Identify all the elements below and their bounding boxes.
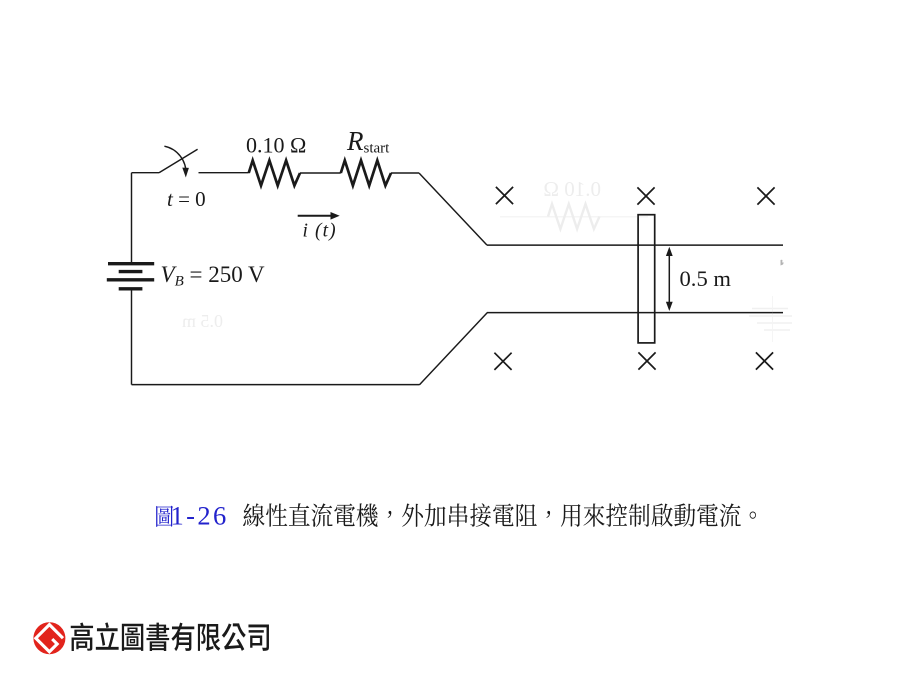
svg-text:0.10 Ω: 0.10 Ω	[246, 133, 306, 158]
svg-text:VB = 250 V: VB = 250 V	[161, 262, 266, 290]
svg-text:0.5 m: 0.5 m	[680, 266, 732, 291]
svg-text:i (t): i (t)	[303, 221, 337, 242]
svg-text:Rstart: Rstart	[346, 126, 390, 157]
svg-text:0.10 Ω: 0.10 Ω	[543, 177, 601, 201]
svg-text:0.5 m: 0.5 m	[182, 311, 223, 331]
svg-text:t = 0: t = 0	[167, 187, 206, 211]
svg-text:1-26: 1-26	[171, 501, 229, 531]
